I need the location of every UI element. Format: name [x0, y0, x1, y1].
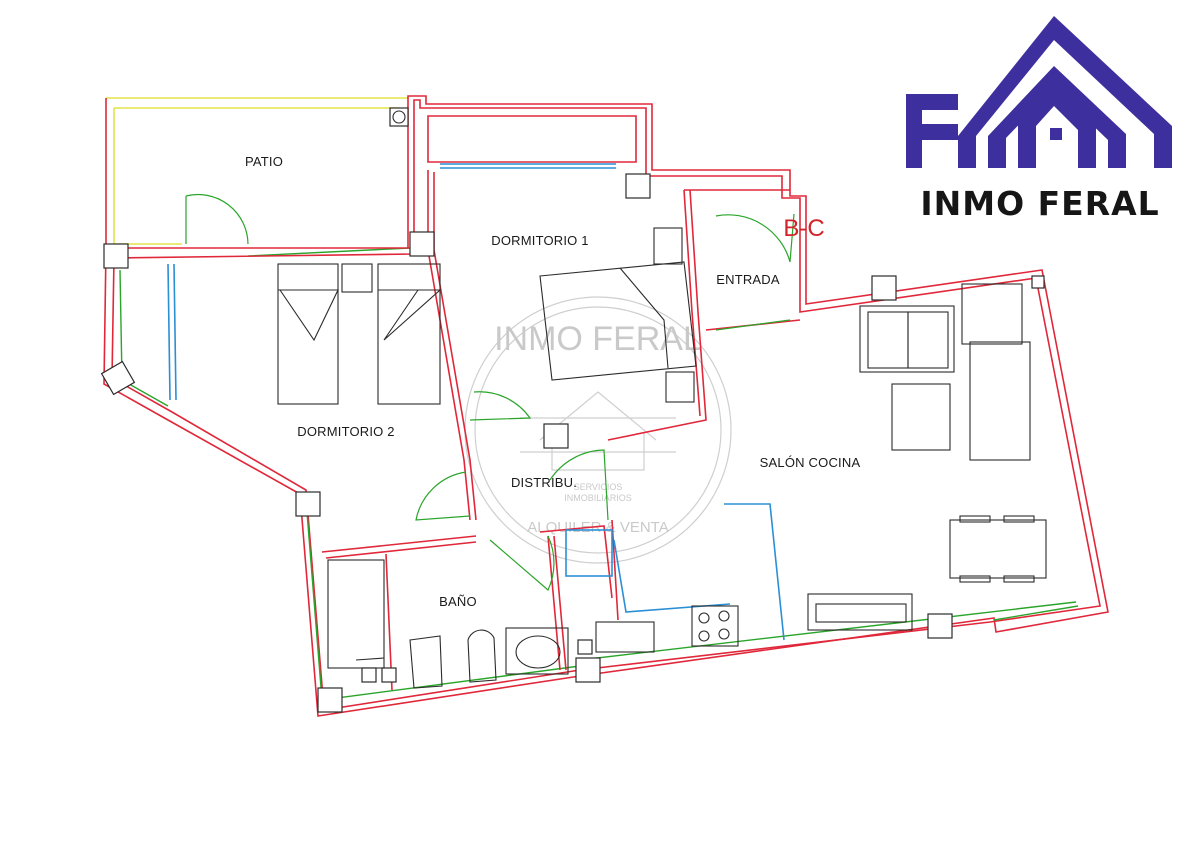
bidet [467, 629, 497, 683]
room-label-salon-cocina: SALÓN COCINA [760, 455, 861, 470]
washbasin [505, 627, 569, 675]
pillars [100, 107, 1045, 713]
room-label-dormitorio-2: DORMITORIO 2 [297, 424, 395, 439]
bed-right [377, 263, 441, 405]
watermark-top-text: INMO FERAL [494, 320, 702, 358]
room-labels: PATIO DORMITORIO 1 DORMITORIO 2 ENTRADA … [245, 154, 860, 609]
wardrobe [653, 227, 683, 265]
room-label-bano: BAÑO [439, 594, 477, 609]
brand-name: INMO FERAL [920, 184, 1160, 223]
house-logo-icon [906, 16, 1172, 168]
watermark-mid-text-2: INMOBILIARIOS [564, 493, 632, 503]
toilet [409, 635, 443, 689]
room-label-distribuidor: DISTRIBU. [511, 475, 577, 490]
unit-label: B-C [783, 215, 824, 242]
coffee-table [891, 383, 951, 451]
armchair [961, 283, 1023, 345]
chaise [969, 341, 1031, 461]
bed-left [277, 263, 339, 405]
doors [185, 193, 795, 591]
watermark: INMO FERAL SERVICIOS INMOBILIARIOS ALQUI… [464, 296, 732, 564]
brand-logo: INMO FERAL [900, 12, 1180, 223]
room-label-entrada: ENTRADA [716, 272, 780, 287]
interior-walls [321, 170, 801, 691]
tv-unit [807, 593, 913, 631]
sofa [859, 305, 955, 373]
nightstand [341, 263, 373, 293]
room-label-patio: PATIO [245, 154, 283, 169]
sink [595, 621, 655, 653]
patio-area [105, 97, 411, 257]
dining-table [949, 519, 1047, 579]
watermark-mid-text-1: SERVICIOS [574, 482, 623, 492]
furniture [277, 227, 1047, 689]
shower [327, 559, 385, 669]
watermark-bottom-text: ALQUILER & VENTA [527, 519, 668, 536]
cooktop [691, 605, 739, 647]
room-label-dormitorio-1: DORMITORIO 1 [491, 233, 589, 248]
bed-double [539, 261, 697, 381]
